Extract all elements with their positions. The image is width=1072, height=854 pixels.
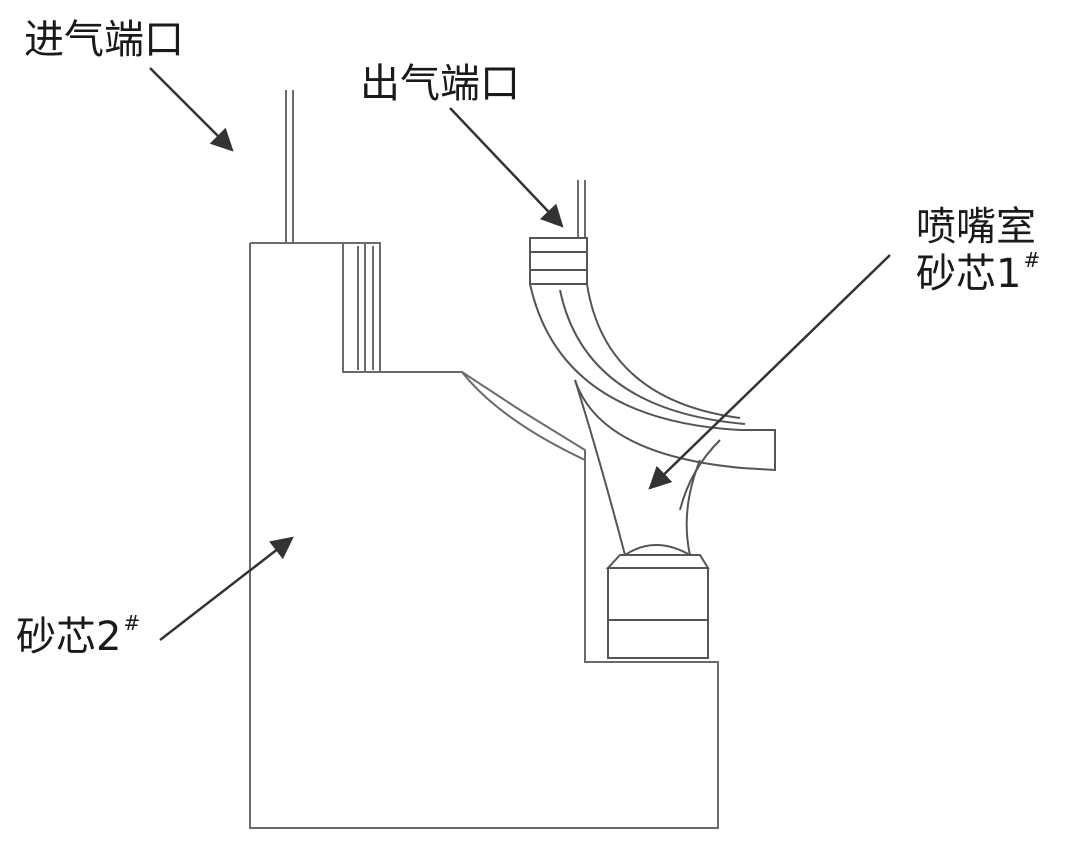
nozzle-chamber-line1: 喷嘴室: [916, 204, 1036, 250]
outlet-cap: [529, 237, 588, 285]
nozzle-arc-outer: [529, 283, 776, 472]
nozzle-strut: [679, 439, 721, 511]
inlet-port-label: 进气端口: [24, 18, 184, 62]
arrow-nozzle: [648, 254, 891, 490]
nozzle-arc-band: [559, 289, 746, 425]
outlet-pipe: [577, 180, 586, 238]
inlet-pipe: [285, 90, 294, 243]
base-collar: [605, 554, 710, 569]
nozzle-arc-inner: [586, 283, 741, 419]
sand-core-2-text: 砂芯2: [16, 614, 122, 660]
nozzle-chamber-line2-wrap: 砂芯1#: [916, 249, 1040, 296]
arrow-inlet: [149, 67, 234, 152]
sand-core-2-curve: [461, 371, 586, 461]
leader-arrows: [149, 67, 891, 641]
nozzle-leg-left: [574, 379, 626, 556]
nozzle-chamber-label: 喷嘴室 砂芯1#: [916, 205, 1040, 296]
outlet-port-text: 出气端口: [360, 61, 520, 107]
arrow-outlet: [449, 107, 564, 228]
sand-core-2-mark: #: [123, 611, 141, 635]
base-block: [607, 567, 709, 659]
inlet-pocket: [342, 242, 381, 373]
arrow-core-2: [159, 536, 294, 641]
sand-core-2-body: [249, 242, 719, 829]
nozzle-web: [624, 544, 691, 556]
nozzle-chamber-line2: 砂芯1: [916, 251, 1022, 297]
outlet-port-label: 出气端口: [360, 62, 520, 106]
sand-core-2-outline: [249, 242, 719, 829]
nozzle-chamber-core-1: [529, 237, 776, 659]
sand-core-2-label: 砂芯2#: [16, 612, 140, 659]
inlet-port-text: 进气端口: [24, 17, 184, 63]
nozzle-chamber-mark: #: [1023, 248, 1041, 272]
